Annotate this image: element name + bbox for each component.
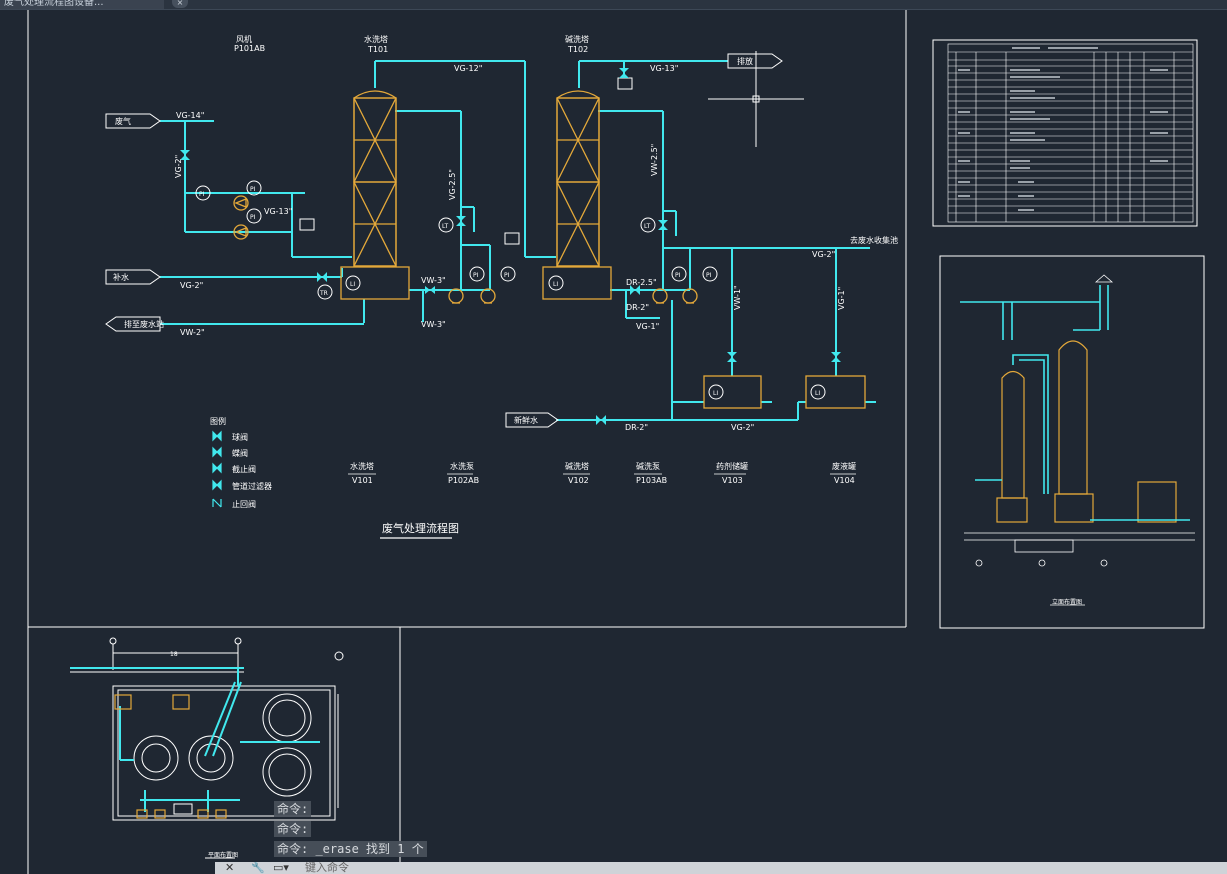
stream-exhaust-in: 废气	[115, 116, 131, 126]
instrument-bubbles	[195, 77, 826, 400]
legend-title: 图例	[210, 416, 226, 426]
instrument-tag: TR	[319, 290, 328, 297]
instrument-tag: PI	[504, 272, 510, 279]
line-label: DR-2.5"	[626, 278, 657, 287]
elevation-view: 立面布置图	[960, 274, 1195, 606]
stream-drain-out: 排至废水站	[124, 319, 164, 329]
line-label: VG-2"	[731, 423, 754, 432]
command-input-bar: ✕ 🔧 ▭▾ 键入命令	[215, 862, 1227, 874]
legend-item: 球阀	[232, 432, 248, 442]
bottom-label-name: 药剂储罐	[716, 461, 748, 471]
line-label: VG-2.5"	[448, 169, 457, 200]
plan-dimension-label: 18	[170, 651, 178, 658]
bottom-label-name: 碱洗泵	[636, 461, 660, 471]
bottom-label-tag: V101	[352, 476, 373, 485]
plan-view-title: 平面布置图	[208, 851, 238, 859]
equipment-name-t102: 碱洗塔	[565, 34, 589, 44]
command-history-line: 命令:	[274, 821, 312, 837]
line-label: VW-2.5"	[650, 144, 659, 176]
bottom-label-tag: P103AB	[636, 476, 667, 485]
instrument-tag: PI	[706, 272, 712, 279]
customize-icon[interactable]: 🔧	[251, 862, 265, 874]
line-label: VW-2"	[180, 328, 205, 337]
pipe-network	[160, 60, 876, 421]
stream-tank-out: 去废水收集池	[850, 235, 898, 245]
stream-arrows	[105, 53, 783, 428]
equipment-tag-t101: T101	[367, 45, 388, 54]
instrument-tag: LI	[553, 281, 558, 288]
equipment-tag-fan: P101AB	[234, 44, 265, 53]
bottom-label-name: 水洗塔	[350, 461, 374, 471]
scrubber-towers	[340, 90, 866, 409]
instrument-tag: LI	[713, 390, 718, 397]
instrument-tag: LI	[350, 281, 355, 288]
line-label: VG-2"	[180, 281, 203, 290]
instrument-tag: PI	[473, 272, 479, 279]
bottom-label-tag: V103	[722, 476, 743, 485]
equipment-table	[947, 43, 1194, 223]
line-label: VG-2"	[174, 155, 183, 178]
stream-water-in: 补水	[113, 272, 129, 282]
line-label: VW-3"	[421, 276, 446, 285]
bottom-label-tag: V104	[834, 476, 855, 485]
instrument-tag: LT	[442, 223, 449, 230]
crosshair-cursor-icon	[708, 51, 804, 147]
instrument-tag: PI	[250, 186, 256, 193]
bottom-label-name: 废液罐	[832, 461, 856, 471]
bottom-label-tag: V102	[568, 476, 589, 485]
stream-vent-out: 排放	[737, 56, 753, 66]
file-tab[interactable]: 废气处理流程图设备...	[0, 0, 164, 9]
bottom-label-name: 碱洗塔	[565, 461, 589, 471]
line-label: VG-13"	[650, 64, 678, 73]
legend-item: 止回阀	[232, 499, 256, 509]
line-label: VG-1"	[636, 322, 659, 331]
line-label: VG-2"	[812, 250, 835, 259]
close-tab-icon[interactable]: ×	[172, 0, 188, 8]
equipment-name-fan: 风机	[236, 34, 252, 44]
legend-item: 截止阀	[232, 464, 256, 474]
pumps	[233, 195, 698, 304]
diagram-title: 废气处理流程图	[382, 521, 459, 535]
bottom-label-name: 水洗泵	[450, 461, 474, 471]
instrument-tag: PI	[199, 191, 205, 198]
diagram-labels: 风机 P101AB 水洗塔 T101 碱洗塔 T102 废气 补水 排至废水站 …	[113, 34, 898, 535]
instrument-tag: LT	[644, 223, 651, 230]
command-history-dropdown-icon[interactable]: ▭▾	[273, 862, 289, 874]
bottom-label-tag: P102AB	[448, 476, 479, 485]
instrument-tag: PI	[675, 272, 681, 279]
equipment-tag-t102: T102	[567, 45, 588, 54]
line-label: VW-1"	[733, 285, 742, 310]
legend-glyphs	[212, 430, 452, 539]
close-command-icon[interactable]: ✕	[225, 862, 235, 874]
line-label: VG-13"	[264, 207, 292, 216]
line-label: DR-2"	[625, 423, 648, 432]
command-input[interactable]: 键入命令	[305, 862, 349, 874]
drawing-canvas[interactable]: 风机 P101AB 水洗塔 T101 碱洗塔 T102 废气 补水 排至废水站 …	[0, 10, 1227, 874]
valves	[180, 68, 841, 425]
command-history-line: 命令: _erase 找到 1 个	[274, 841, 427, 857]
plan-view: 18 平面布置图	[70, 637, 344, 859]
line-label: VW-3"	[421, 320, 446, 329]
line-label: VG-14"	[176, 111, 204, 120]
sheet-frames	[27, 10, 1205, 874]
line-label: DR-2"	[626, 303, 649, 312]
instrument-tag: PI	[250, 214, 256, 221]
process-flow-diagram: 风机 P101AB 水洗塔 T101 碱洗塔 T102 废气 补水 排至废水站 …	[105, 34, 898, 539]
instrument-tag: LI	[815, 390, 820, 397]
legend-item: 蝶阀	[232, 448, 248, 458]
line-label: VG-12"	[454, 64, 482, 73]
equipment-name-t101: 水洗塔	[364, 34, 388, 44]
line-label: VG-1"	[837, 287, 846, 310]
stream-fresh-in: 新鲜水	[514, 415, 538, 425]
elevation-view-title: 立面布置图	[1052, 598, 1082, 606]
file-tab-strip: 废气处理流程图设备... ×	[0, 0, 1227, 10]
legend-item: 管道过滤器	[232, 481, 272, 491]
command-history-line: 命令:	[274, 801, 312, 817]
